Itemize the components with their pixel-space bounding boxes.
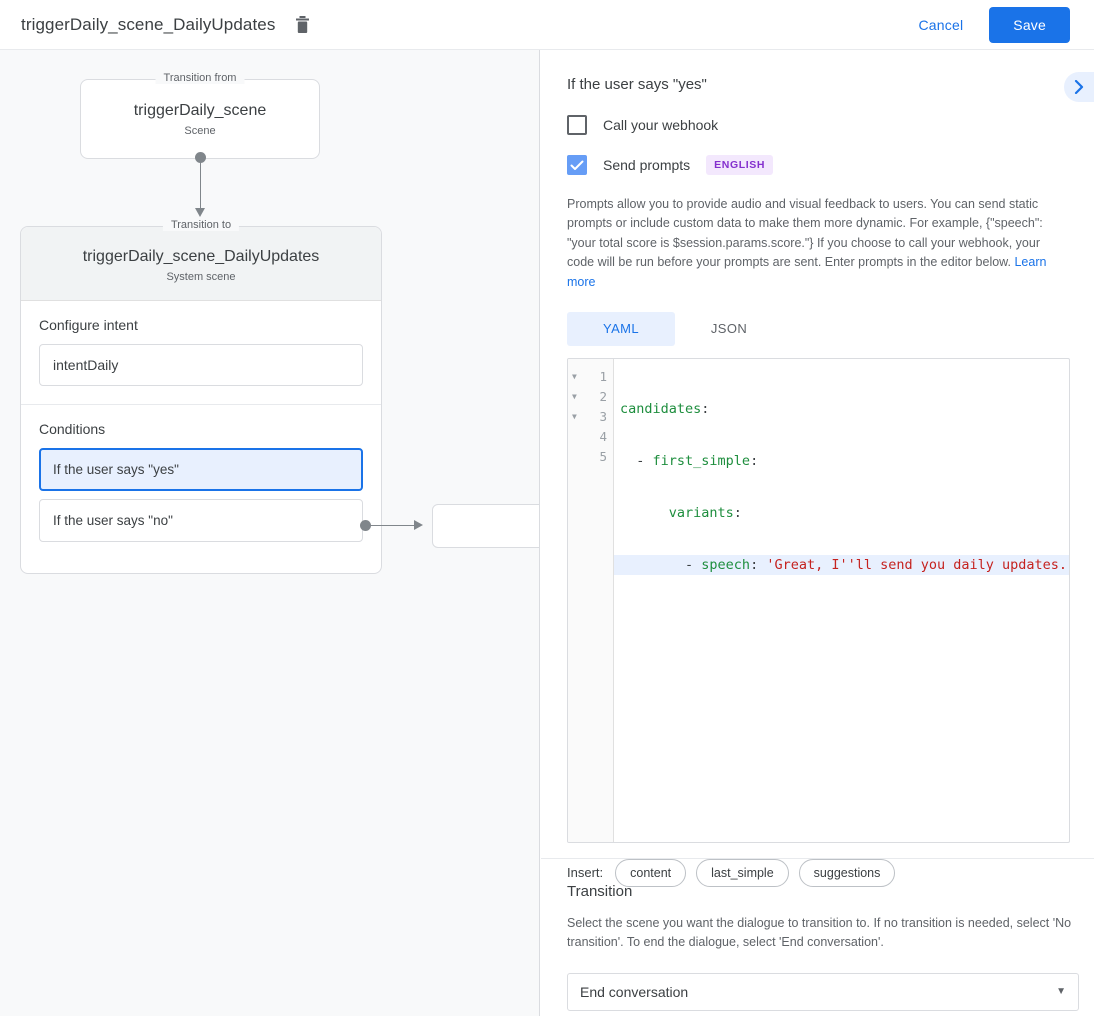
format-tabs: YAML JSON <box>567 311 1070 346</box>
code-line-2: - first_simple: <box>614 451 1069 471</box>
editor-gutter: ▼1 ▼2 ▼3 4 5 <box>568 358 614 842</box>
yaml-punct: - <box>620 452 653 469</box>
section-divider <box>541 858 1094 859</box>
top-bar: triggerDaily_scene_DailyUpdates Cancel S… <box>0 0 1094 50</box>
call-webhook-checkbox[interactable] <box>567 115 587 135</box>
prompts-description: Prompts allow you to provide audio and v… <box>567 195 1070 292</box>
yaml-key: variants <box>620 504 734 521</box>
gutter-line: ▼3 <box>568 407 613 427</box>
insert-label: Insert: <box>567 865 604 881</box>
yaml-key: first_simple <box>652 452 751 469</box>
condition-item-no[interactable]: If the user says "no" <box>39 499 363 542</box>
code-editor[interactable]: ▼1 ▼2 ▼3 4 5 candidates: - first_simple:… <box>567 357 1070 843</box>
details-panel: If the user says "yes" Call your webhook… <box>541 50 1094 1016</box>
line-number: 3 <box>599 409 607 425</box>
send-prompts-checkbox[interactable] <box>567 155 587 175</box>
gutter-line: 4 <box>568 427 613 447</box>
cancel-button[interactable]: Cancel <box>909 9 974 41</box>
panel-title: If the user says "yes" <box>567 76 707 93</box>
transition-from-node[interactable]: Transition from triggerDaily_scene Scene <box>80 72 320 159</box>
connector-arrow-right <box>414 520 423 530</box>
transition-to-legend: Transition to <box>162 219 240 231</box>
tab-json[interactable]: JSON <box>710 321 748 337</box>
transition-select[interactable]: End conversation ▼ <box>567 972 1079 1011</box>
send-prompts-label: Send prompts <box>603 157 691 173</box>
yaml-punct: - <box>620 556 702 573</box>
trash-icon <box>295 15 309 33</box>
send-prompts-row: Send prompts ENGLISH <box>567 155 1070 175</box>
intent-field[interactable]: intentDaily <box>39 344 363 386</box>
call-webhook-label: Call your webhook <box>603 117 719 133</box>
connector-dot-horizontal <box>360 520 371 531</box>
yaml-punct: : <box>750 452 759 469</box>
transition-to-header: triggerDaily_scene_DailyUpdates System s… <box>21 227 381 301</box>
transition-to-title: triggerDaily_scene_DailyUpdates <box>82 248 320 265</box>
yaml-punct: : <box>750 556 767 573</box>
line-number: 2 <box>599 389 607 405</box>
learn-more-link[interactable]: Learn more <box>567 255 1047 289</box>
yaml-punct: : <box>733 504 742 521</box>
insert-chip-suggestions[interactable]: suggestions <box>798 858 896 887</box>
language-badge: ENGLISH <box>706 155 774 175</box>
chevron-down-icon: ▼ <box>1056 986 1066 998</box>
transition-to-subtitle: System scene <box>166 271 236 283</box>
panel-content: If the user says "yes" Call your webhook… <box>541 50 1094 887</box>
conditions-section: Conditions If the user says "yes" If the… <box>21 404 381 560</box>
conditions-label: Conditions <box>39 421 106 437</box>
gutter-line: ▼1 <box>568 367 613 387</box>
transition-description: Select the scene you want the dialogue t… <box>567 916 1072 950</box>
yaml-string: 'Great, I''ll send you daily updates. <box>766 556 1068 573</box>
gutter-line: ▼2 <box>568 387 613 407</box>
webhook-row: Call your webhook <box>567 115 1070 135</box>
graph-canvas[interactable]: Transition from triggerDaily_scene Scene… <box>0 50 540 1016</box>
condition-item-yes[interactable]: If the user says "yes" <box>39 448 363 491</box>
top-bar-actions: Cancel Save <box>909 6 1070 43</box>
prompts-description-text: Prompts allow you to provide audio and v… <box>567 197 1043 270</box>
transition-select-value: End conversation <box>580 983 689 1000</box>
line-number: 5 <box>599 449 607 465</box>
line-number: 4 <box>599 429 607 445</box>
next-node-card[interactable] <box>432 504 539 548</box>
connector-line-horizontal <box>366 525 414 526</box>
insert-chip-last-simple[interactable]: last_simple <box>696 858 789 887</box>
fold-triangle-icon[interactable]: ▼ <box>572 412 577 422</box>
yaml-key: candidates <box>620 400 702 417</box>
code-line-5 <box>614 607 1069 627</box>
chevron-right-icon <box>1074 80 1084 94</box>
transition-to-node[interactable]: Transition to triggerDaily_scene_DailyUp… <box>20 219 382 574</box>
code-line-1: candidates: <box>614 399 1069 419</box>
gutter-line: 5 <box>568 447 613 467</box>
tab-yaml[interactable]: YAML <box>567 311 675 346</box>
insert-chip-content[interactable]: content <box>615 858 687 887</box>
transition-section: Transition Select the scene you want the… <box>567 883 1079 1011</box>
yaml-punct: : <box>701 400 710 417</box>
fold-triangle-icon[interactable]: ▼ <box>572 372 577 382</box>
transition-from-title: triggerDaily_scene <box>133 102 267 119</box>
connector-line-vertical <box>200 157 201 212</box>
yaml-key: speech <box>701 556 751 573</box>
insert-row: Insert: content last_simple suggestions <box>567 858 1070 887</box>
code-line-4: - speech: 'Great, I''ll send you daily u… <box>614 554 1069 575</box>
fold-triangle-icon[interactable]: ▼ <box>572 392 577 402</box>
transition-from-subtitle: Scene <box>184 125 216 137</box>
transition-from-legend: Transition from <box>155 72 245 84</box>
save-button[interactable]: Save <box>989 6 1070 43</box>
checkmark-icon <box>570 160 584 170</box>
editor-code[interactable]: candidates: - first_simple: variants: - … <box>614 359 1069 842</box>
expand-panel-button[interactable] <box>1064 72 1094 102</box>
code-line-3: variants: <box>614 503 1069 523</box>
configure-intent-section: Configure intent intentDaily <box>21 301 381 404</box>
configure-intent-label: Configure intent <box>39 317 138 333</box>
connector-arrow-down <box>195 208 205 217</box>
line-number: 1 <box>599 369 607 385</box>
page-title: triggerDaily_scene_DailyUpdates <box>21 14 276 34</box>
delete-button[interactable] <box>289 12 315 38</box>
transition-title: Transition <box>567 883 633 900</box>
